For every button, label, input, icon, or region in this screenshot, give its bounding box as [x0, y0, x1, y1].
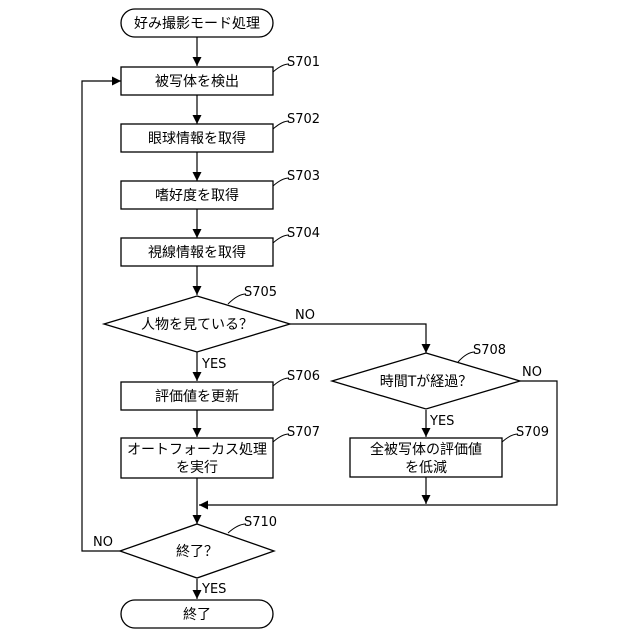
process-s706-label: 評価値を更新: [155, 389, 239, 405]
process-s703-label: 嗜好度を取得: [155, 187, 239, 204]
step-label-s707: S707: [287, 425, 320, 440]
step-label-s703: S703: [287, 169, 320, 184]
process-s704: 視線情報を取得: [121, 238, 273, 266]
process-s704-label: 視線情報を取得: [148, 244, 246, 261]
step-label-s705: S705: [244, 285, 277, 300]
process-s703: 嗜好度を取得: [121, 181, 273, 209]
decision-s708-label: 時間Tが経過？: [380, 374, 473, 390]
process-s701: 被写体を検出: [121, 67, 273, 95]
process-s709-label-line2: を低減: [405, 459, 447, 476]
end-terminal-label: 終了: [183, 607, 211, 623]
process-s707-label-line1: オートフォーカス処理: [127, 442, 267, 458]
decision-s705: 人物を見ている？: [104, 296, 290, 352]
process-s709: 全被写体の評価値 を低減: [350, 438, 502, 477]
branch-label-s710-yes: YES: [201, 582, 226, 597]
process-s701-label: 被写体を検出: [155, 74, 239, 90]
step-label-s704: S704: [287, 226, 320, 241]
step-label-s701: S701: [287, 55, 320, 70]
decision-s705-label: 人物を見ている？: [141, 317, 253, 333]
arrow-s705-no-to-s708: [290, 324, 426, 353]
branch-label-s708-no: NO: [522, 365, 542, 380]
process-s702: 眼球情報を取得: [121, 124, 273, 152]
step-label-s702: S702: [287, 112, 320, 127]
step-label-s710: S710: [244, 515, 277, 530]
decision-s710-label: 終了？: [176, 544, 218, 560]
decision-s708: 時間Tが経過？: [332, 353, 520, 409]
branch-label-s705-no: NO: [295, 308, 315, 323]
process-s707: オートフォーカス処理 を実行: [121, 438, 273, 478]
decision-s710: 終了？: [120, 524, 274, 578]
process-s709-label-line1: 全被写体の評価値: [370, 441, 482, 458]
branch-label-s710-no: NO: [93, 535, 113, 550]
process-s707-label-line2: を実行: [176, 460, 218, 476]
arrow-s710-no-loop-to-s701: [82, 81, 121, 551]
branch-label-s708-yes: YES: [429, 414, 454, 429]
step-label-s709: S709: [516, 425, 549, 440]
process-s702-label: 眼球情報を取得: [148, 130, 246, 147]
step-label-s706: S706: [287, 369, 320, 384]
start-terminal-label: 好み撮影モード処理: [134, 15, 260, 32]
step-label-s708: S708: [473, 343, 506, 358]
process-s706: 評価値を更新: [121, 382, 273, 410]
end-terminal: 終了: [121, 600, 273, 628]
branch-label-s705-yes: YES: [201, 357, 226, 372]
start-terminal: 好み撮影モード処理: [121, 9, 273, 37]
